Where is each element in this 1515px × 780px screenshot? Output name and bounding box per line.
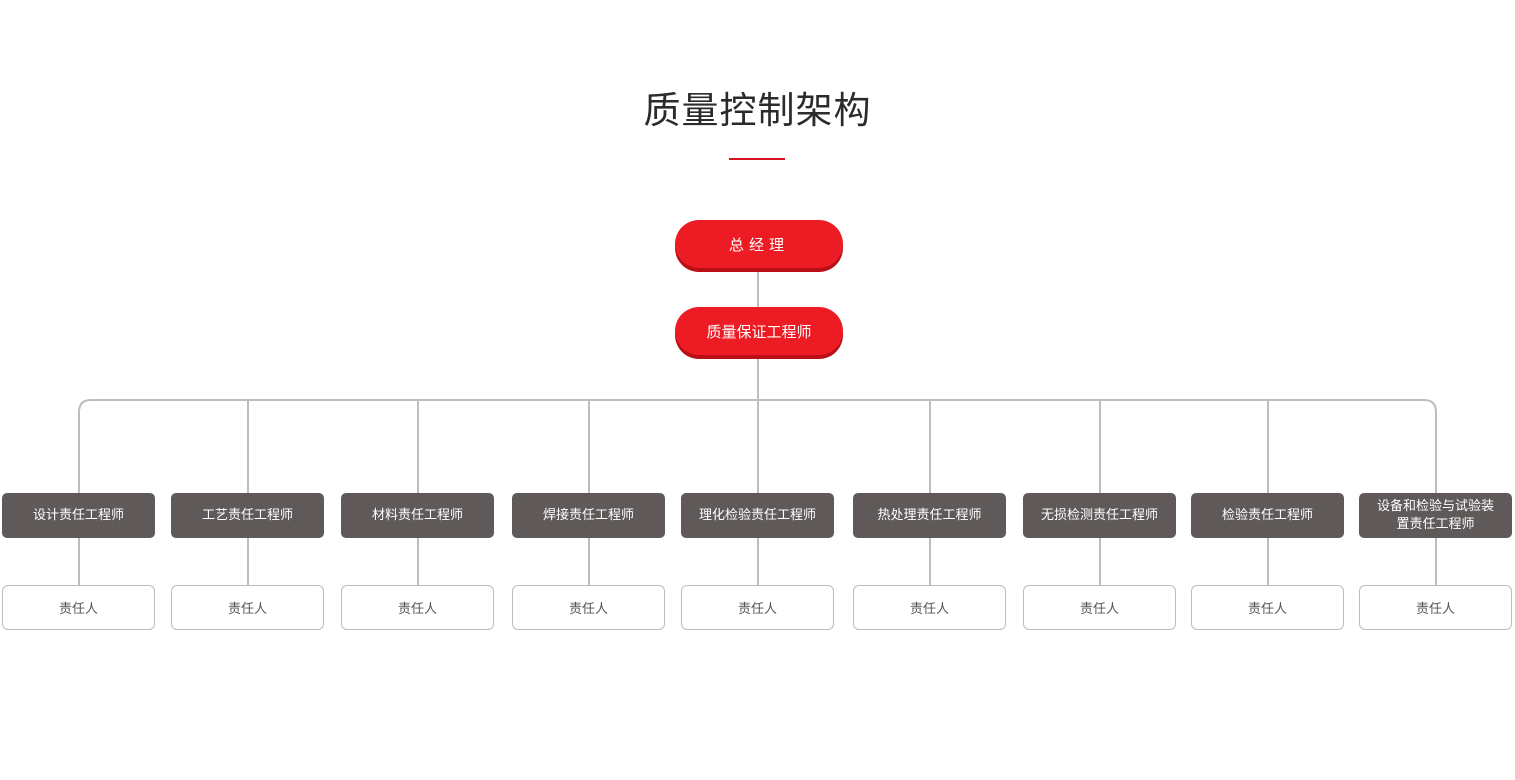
role-box: 热处理责任工程师 [853,493,1006,538]
role-box: 设计责任工程师 [2,493,155,538]
title-underline [729,158,785,160]
role-box: 工艺责任工程师 [171,493,324,538]
person-box: 责任人 [341,585,494,630]
person-box: 责任人 [1359,585,1512,630]
person-box: 责任人 [1191,585,1344,630]
role-box: 无损检测责任工程师 [1023,493,1176,538]
person-box: 责任人 [512,585,665,630]
role-box: 理化检验责任工程师 [681,493,834,538]
person-box: 责任人 [1023,585,1176,630]
role-box: 焊接责任工程师 [512,493,665,538]
role-box: 检验责任工程师 [1191,493,1344,538]
person-box: 责任人 [681,585,834,630]
role-box: 材料责任工程师 [341,493,494,538]
role-box: 设备和检验与试验装置责任工程师 [1359,493,1512,538]
person-box: 责任人 [2,585,155,630]
person-box: 责任人 [171,585,324,630]
node-general-manager: 总经理 [675,220,843,268]
person-box: 责任人 [853,585,1006,630]
node-quality-assurance-engineer: 质量保证工程师 [675,307,843,355]
page-title: 质量控制架构 [643,89,872,132]
